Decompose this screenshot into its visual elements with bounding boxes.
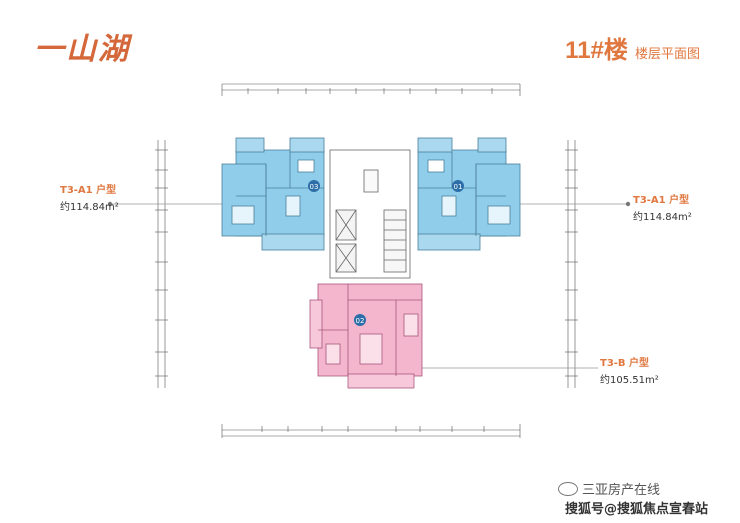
unit-badges [308,180,464,326]
top-dimension-lines [221,83,521,96]
unit-label-right: T3-A1 户型 约114.84m² [633,192,692,226]
unit-badge-01: 01 [454,183,463,191]
plan-subtitle: 楼层平面图 [634,47,700,62]
unit-01-right [417,137,521,251]
building-core [329,149,411,279]
bottom-dimension-lines [221,424,521,438]
leader-dot-right [625,201,631,207]
page-title: 11#楼 楼层平面图 [565,30,700,65]
unit-type-right: T3-A1 户型 [633,195,690,206]
side-dimension-lines [155,140,578,388]
leader-lines [110,203,628,369]
watermark-line-2: 搜狐号@搜狐焦点宣春站 [565,502,709,517]
unit-03-left [221,137,325,251]
building-number: 11#楼 [565,37,628,64]
unit-badge-02: 02 [356,317,365,325]
unit-label-bottom: T3-B 户型 约105.51m² [600,355,659,389]
wechat-icon [558,482,578,496]
unit-area-bottom: 约105.51m² [600,375,659,386]
unit-area-right: 约114.84m² [633,212,692,223]
watermark-line-1: 三亚房产在线 [558,479,660,498]
unit-02-bottom [309,283,423,389]
watermark-text-1: 三亚房产在线 [582,483,661,498]
unit-label-left: T3-A1 户型 约114.84m² [60,182,119,216]
unit-type-bottom: T3-B 户型 [600,358,650,369]
unit-badge-03: 03 [310,183,319,191]
unit-type-left: T3-A1 户型 [60,185,117,196]
leader-dot-left [107,201,113,207]
brand-logo: 一山湖 [34,32,130,67]
unit-area-left: 约114.84m² [60,202,119,213]
